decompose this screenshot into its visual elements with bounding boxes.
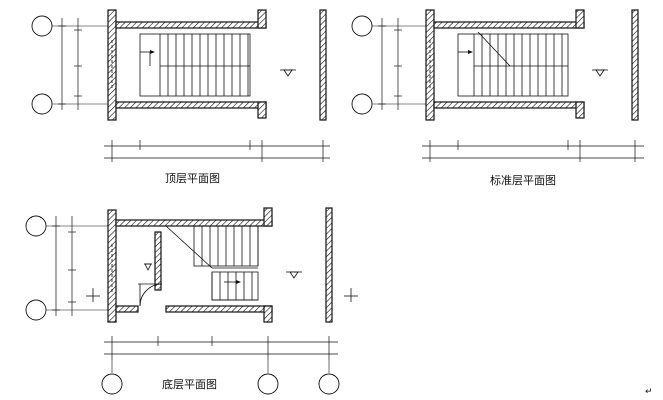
wall-top xyxy=(115,21,267,29)
wall-right xyxy=(319,9,327,121)
level-mark xyxy=(280,69,296,77)
plan-standard: 标准层平面图 xyxy=(351,9,644,187)
plan-title: 标准层平面图 xyxy=(490,173,556,187)
plan-title: 底层平面图 xyxy=(162,377,217,391)
stair-flights xyxy=(457,31,569,97)
plan-title: 顶层平面图 xyxy=(165,172,220,185)
level-mark xyxy=(286,271,302,279)
axis-bubble xyxy=(351,15,373,37)
axis-bubble xyxy=(31,93,53,115)
wall-stub xyxy=(257,101,267,119)
level-mark xyxy=(592,69,608,77)
plan-top: 顶层平面图 xyxy=(31,9,330,185)
plan-ground: 底层平面图 xyxy=(25,207,358,395)
wall-bottom xyxy=(115,101,267,109)
paragraph-mark: ↵ xyxy=(645,387,653,397)
axis-bubble xyxy=(31,15,53,37)
stair-flights xyxy=(139,33,251,97)
wall-stub xyxy=(257,9,267,29)
axis-bubble xyxy=(351,93,373,115)
